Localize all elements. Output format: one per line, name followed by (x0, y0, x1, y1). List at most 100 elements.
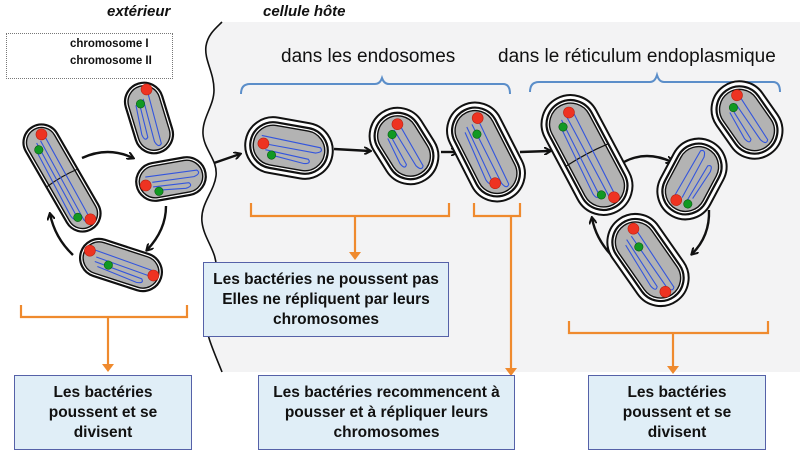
chromosome-II-origin-dot (683, 199, 693, 209)
chromosome-II-origin-dot (267, 150, 277, 160)
box-restart-growth: Les bactéries recommencent à pousser et … (258, 375, 515, 450)
box-line: Les bactéries ne poussent pas (213, 270, 439, 288)
arrowhead (349, 252, 361, 260)
chromosome-I-origin-dot (257, 137, 270, 150)
bacterium-er-dividing (540, 94, 634, 216)
chromosome-II-strand (135, 100, 149, 140)
bacterium-endosome-2 (368, 106, 440, 186)
chromosome-II-strand (265, 149, 310, 165)
box-er-growth: Les bactéries poussent et se divisent (588, 375, 766, 450)
chromosome-I-strand (142, 91, 162, 147)
legend-label-chromosome-II: chromosome II (70, 55, 152, 67)
chromosome-I-origin-dot (627, 222, 640, 235)
chromosome-II-origin-dot (73, 212, 83, 222)
chromosome-I-origin-dot (471, 112, 484, 124)
bacterium-outside-right (135, 156, 207, 202)
chromosome-II-origin-dot (154, 186, 164, 196)
chromosome-I-strand (735, 94, 769, 144)
chromosome-II-strand (625, 239, 658, 290)
chromosome-II-strand (153, 182, 192, 191)
bacterium-er-bottom (606, 212, 690, 308)
chromosome-I-origin-dot (670, 194, 683, 206)
heading-host-cell: cellule hôte (263, 3, 346, 20)
chromosome-II-strand (686, 165, 712, 201)
arrow-er-cycle-2 (692, 209, 711, 254)
bacterium-er-top (710, 80, 784, 160)
chromosome-I-origin-dot (489, 177, 501, 190)
chromosome-I-origin-dot (84, 244, 96, 257)
box-line: Elles ne répliquent par leurs (222, 290, 430, 308)
arrow-er-cycle-1 (623, 154, 672, 162)
chromosome-I-strand (672, 149, 706, 200)
chromosome-II-origin-dot (135, 99, 145, 109)
endosome-brace (240, 74, 511, 95)
bacterium-endosome-1 (244, 116, 334, 180)
chromosome-I-origin-dot (608, 191, 620, 204)
er-bracket (567, 321, 770, 335)
box-line: divisent (647, 423, 707, 441)
bacteria-layer (22, 80, 784, 308)
arrow-outside-cycle-1 (81, 150, 133, 158)
chromosome-II-origin-dot (472, 129, 482, 139)
chromosome-I-origin-dot (563, 106, 575, 119)
box-endosome-arrest: Les bactéries ne poussent pas Elles ne r… (203, 262, 449, 337)
bacterium-outside-dividing (22, 123, 102, 233)
chromosome-II-strand (729, 106, 752, 143)
chromosome-I-origin-dot (659, 285, 672, 298)
box-line: Les bactéries (627, 383, 727, 401)
box-line: chromosomes (273, 310, 379, 328)
chromosome-I-origin-dot (84, 213, 97, 226)
arrowhead (102, 364, 114, 372)
box-line: chromosomes (333, 423, 440, 441)
bacterium-er-middle (656, 137, 728, 221)
legend-label-chromosome-I: chromosome I (70, 38, 149, 50)
er-brace (529, 71, 781, 93)
box-line: poussent et se (622, 403, 732, 421)
box-line: poussent et se (48, 403, 158, 421)
arrowhead (505, 368, 517, 376)
outside-bracket (19, 305, 189, 319)
arrow-outside-cycle-2 (147, 205, 168, 250)
box-line: divisent (73, 423, 133, 441)
chromosome-II-strand (94, 260, 143, 284)
restart-bracket (472, 203, 522, 218)
chromosome-II-origin-dot (387, 130, 397, 140)
bacterium-outside-bottom (79, 237, 163, 293)
arrow-to-er (519, 151, 550, 152)
region-label-er: dans le réticulum endoplasmique (498, 46, 776, 67)
chromosome-II-origin-dot (596, 190, 606, 200)
arrow-enter-cell (213, 154, 240, 165)
chromosome-I-origin-dot (35, 128, 48, 141)
box-outside-growth: Les bactéries poussent et se divisent (14, 375, 192, 450)
bacterium-outside-top (123, 81, 175, 155)
arrow-outside-cycle-3 (50, 214, 74, 256)
box-line: Les bactéries recommencent à (273, 383, 500, 401)
chromosome-II-origin-dot (34, 145, 44, 155)
chromosome-I-origin-dot (140, 83, 153, 96)
process-arrows (50, 149, 711, 259)
septum (46, 168, 77, 187)
orange-connectors (19, 203, 770, 370)
arrowhead (667, 366, 679, 374)
arrow-endosome-1 (333, 149, 370, 151)
endosome-bracket (249, 203, 451, 218)
chromosome-I-origin-dot (391, 118, 404, 130)
heading-outside: extérieur (107, 3, 171, 20)
region-label-endosomes: dans les endosomes (281, 46, 456, 67)
chromosome-II-origin-dot (728, 103, 738, 113)
chromosome-I-origin-dot (147, 269, 160, 282)
chromosome-II-strand (387, 132, 408, 168)
box-line: pousser et à répliquer leurs (284, 403, 489, 421)
chromosome-I-origin-dot (139, 179, 152, 192)
chromosome-II-origin-dot (103, 260, 113, 270)
chromosome-II-origin-dot (558, 122, 568, 132)
chromosome-I-strand (261, 134, 322, 154)
chromosome-I-strand (393, 120, 424, 170)
box-line: Les bactéries (53, 383, 153, 401)
orange-arrowheads (102, 252, 679, 376)
legend-box (6, 33, 173, 79)
bacterium-endosome-3 (446, 101, 526, 203)
chromosome-I-strand (471, 115, 510, 188)
chromosome-I-origin-dot (731, 89, 743, 102)
chromosome-II-origin-dot (634, 242, 644, 252)
